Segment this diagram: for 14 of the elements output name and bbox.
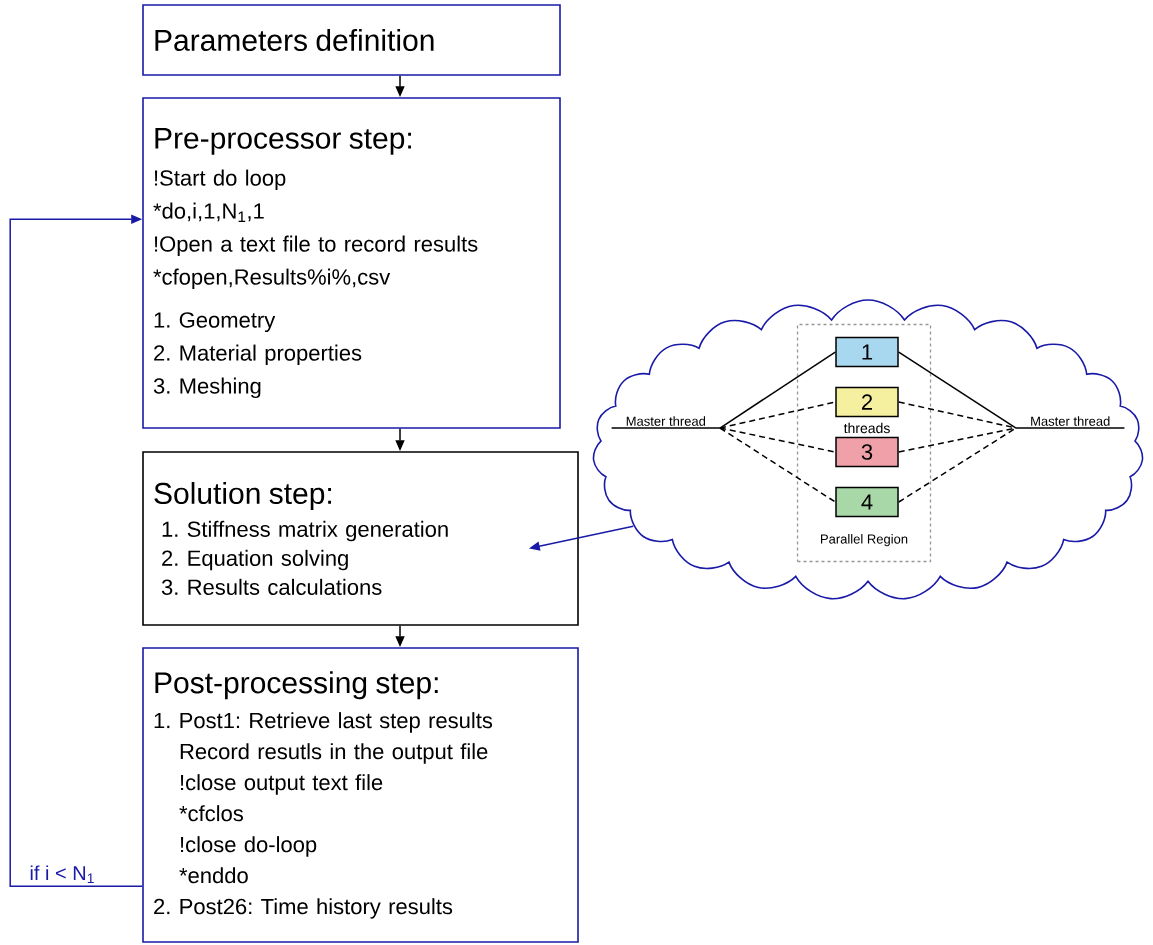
arrow xyxy=(9,214,143,887)
process-box: Pre-processor step: !Start do loop *do,i,1,N$_{1}$,1 !Open a text file to record results *cfopen,Results%i%,csv 1. Geometry 2. Material properties 3. Meshing xyxy=(142,97,561,429)
thread-line-label: Master thread xyxy=(610,416,721,429)
thread-box: 4 xyxy=(835,486,899,518)
cloud-shape xyxy=(592,299,1144,600)
threads-label: threads xyxy=(843,422,890,434)
thread-box: 1 xyxy=(835,336,899,368)
thread-line-label: Master thread xyxy=(1015,416,1126,429)
thread-box: 3 xyxy=(835,436,899,468)
process-box: Parameters definition xyxy=(142,4,561,76)
edge-label: if i < N$_{1}$ xyxy=(28,864,96,884)
process-box: Post-processing step: 1. Post1: Retrieve last step results Record resutls in the output file !close output text file *cfclos !close do-loop *enddo 2. Post26: Time history results xyxy=(142,647,579,943)
thread-box: 2 xyxy=(835,386,899,418)
process-box: Solution step: 1. Stiffness matrix generation 2. Equation solving 3. Results calculations xyxy=(142,451,579,626)
